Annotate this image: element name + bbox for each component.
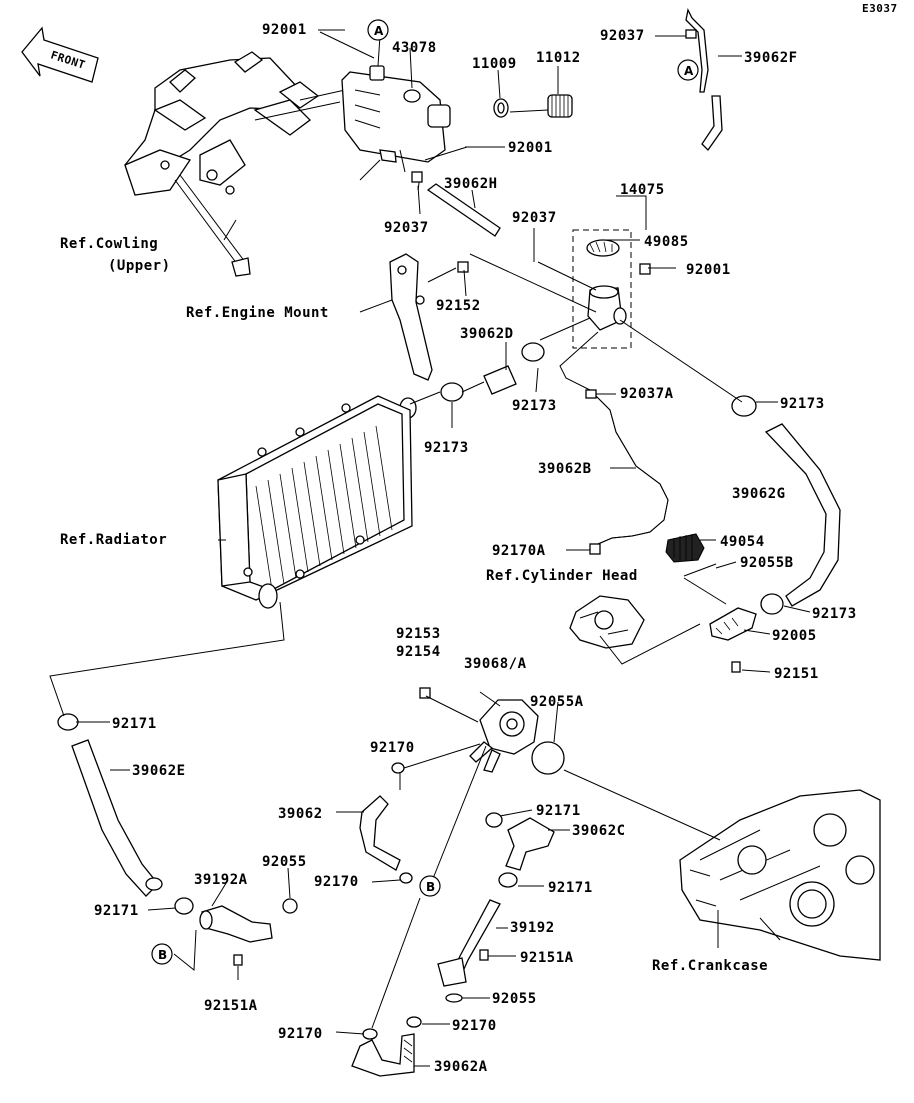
part-label: 14075 [620, 182, 665, 198]
hose-39062-illustration [359, 762, 413, 884]
ref-crankcase-label: Ref.Crankcase [652, 958, 768, 974]
part-label: 92171 [548, 880, 593, 896]
svg-text:B: B [158, 948, 167, 962]
part-label: 39062G [732, 486, 786, 502]
marker-a-right: A [677, 59, 699, 81]
part-label: 39062B [538, 461, 592, 477]
part-label: 39062E [132, 763, 186, 779]
part-label: 92173 [812, 606, 857, 622]
part-label: 92037 [512, 210, 557, 226]
part-label: 92171 [112, 716, 157, 732]
cylinder-head-fittings-illustration [665, 533, 757, 673]
part-label: 92151 [774, 666, 819, 682]
part-label: 92151A [520, 950, 574, 966]
part-label: 92170 [278, 1026, 323, 1042]
part-label: 39068/A [464, 656, 527, 672]
ref-radiator-label: Ref.Radiator [60, 532, 167, 548]
ref-engine-mount-label: Ref.Engine Mount [186, 305, 329, 321]
part-label: 92055 [262, 854, 307, 870]
part-label: 39062F [744, 50, 798, 66]
cylinder-head-illustration [569, 595, 645, 649]
hose-39062g-illustration [731, 395, 841, 615]
part-label: 49054 [720, 534, 765, 550]
part-label: 92037 [600, 28, 645, 44]
hose-39062b-illustration [585, 389, 669, 555]
cowling-bracket-illustration [124, 51, 346, 277]
part-label: 92173 [424, 440, 469, 456]
part-label: 49085 [644, 234, 689, 250]
marker-b-mid: B [419, 875, 441, 897]
part-label: 92152 [436, 298, 481, 314]
part-label: 92170A [492, 543, 546, 559]
part-label: 43078 [392, 40, 437, 56]
diagram-code: E3037 [862, 2, 898, 15]
part-label: 92170 [314, 874, 359, 890]
part-label: 39062D [460, 326, 514, 342]
part-label: 39062A [434, 1059, 488, 1075]
part-label: 39062C [572, 823, 626, 839]
tank-cap-illustration [493, 94, 573, 118]
part-label: 92171 [94, 903, 139, 919]
part-label: 92005 [772, 628, 817, 644]
part-label: 92001 [686, 262, 731, 278]
svg-text:A: A [374, 24, 384, 38]
hose-39062e-illustration [57, 713, 194, 915]
part-label: 92170 [370, 740, 415, 756]
part-label: 92151A [204, 998, 258, 1014]
part-label: 92055 [492, 991, 537, 1007]
pipe-39192-illustration [437, 899, 501, 1003]
part-label: 39192 [510, 920, 555, 936]
radiator-illustration [217, 395, 413, 609]
part-label: 11009 [472, 56, 517, 72]
svg-text:B: B [426, 880, 435, 894]
part-label: 11012 [536, 50, 581, 66]
part-label: 92001 [508, 140, 553, 156]
part-label: 39062 [278, 806, 323, 822]
part-label: 92153 [396, 626, 441, 642]
front-arrow-icon: FRONT [21, 26, 99, 83]
crankcase-illustration [679, 789, 881, 961]
part-label: 92055A [530, 694, 584, 710]
part-label: 92171 [536, 803, 581, 819]
part-label: 92037 [384, 220, 429, 236]
marker-a-top: A [367, 19, 389, 41]
marker-b-left: B [151, 943, 173, 965]
part-label: 92173 [780, 396, 825, 412]
water-pump-illustration [419, 687, 565, 775]
filler-neck-illustration [457, 229, 651, 349]
svg-text:A: A [684, 64, 694, 78]
breather-hose-illustration [685, 8, 723, 152]
hose-39062d-illustration [399, 342, 545, 419]
ref-cowling-label: Ref.Cowling [60, 236, 158, 252]
part-label: 39192A [194, 872, 248, 888]
hose-39062c-illustration [485, 812, 555, 888]
part-label: 92037A [620, 386, 674, 402]
part-label: 92001 [262, 22, 307, 38]
part-label: 92055B [740, 555, 794, 571]
pipe-39192a-illustration [199, 898, 298, 966]
leader-lines [49, 29, 811, 1067]
ref-cylinder-head-label: Ref.Cylinder Head [486, 568, 638, 584]
ref-cowling-sub-label: (Upper) [108, 258, 171, 274]
hose-39062a-illustration [351, 1016, 422, 1077]
engine-mount-illustration [389, 253, 433, 381]
reservoir-tank-illustration [341, 65, 451, 181]
part-label: 92170 [452, 1018, 497, 1034]
part-label: 92154 [396, 644, 441, 660]
part-label: 39062H [444, 176, 498, 192]
part-label: 92173 [512, 398, 557, 414]
